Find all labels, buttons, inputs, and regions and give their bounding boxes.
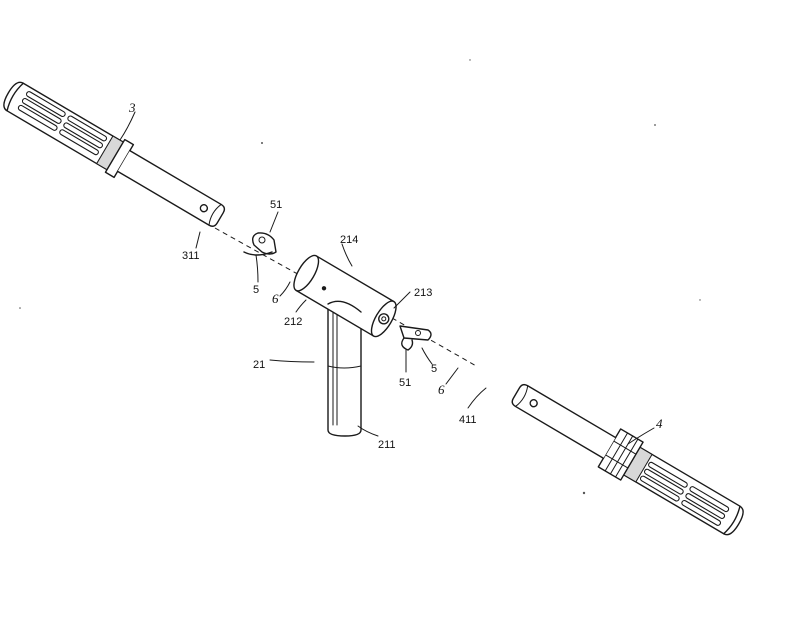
label-clip-right: 51 [399,377,411,389]
label-grip-right: 4 [656,416,663,431]
label-grip-left: 3 [128,100,136,115]
right-clip [399,325,432,351]
left-grip-slots [17,91,108,156]
left-grip-collar [104,138,135,179]
tube-side-hole [321,286,327,291]
left-grip-end-cap [6,82,24,112]
left-bar-hole [199,203,209,213]
right-grip-end-cap [723,505,741,535]
left-bar-tube [116,149,226,227]
label-clip-left: 51 [270,199,282,211]
stem-joint [327,300,362,313]
left-grip-assembly [3,81,226,227]
right-bar-hole [529,399,538,408]
right-bar-tube [511,383,617,459]
label-cable-right: 6 [438,382,445,397]
left-clip [243,232,277,256]
label-stem: 21 [253,359,265,371]
label-stem-lower: 211 [378,439,396,451]
label-hole-left: 311 [182,250,200,262]
reference-labels: 3 4 311 411 51 51 5 5 6 6 21 211 212 213… [128,100,663,451]
label-cable-left: 6 [272,291,279,306]
label-tube-end: 213 [414,287,432,299]
label-tube-hole: 212 [284,316,302,328]
stem [327,299,362,437]
leader-lines [119,111,655,445]
tube-end-hole [378,313,390,325]
label-pin-right: 5 [431,363,437,375]
label-tube: 214 [340,234,358,246]
label-hole-right: 411 [459,414,477,426]
central-tube [293,254,397,338]
scan-specks [19,59,701,495]
label-pin-left: 5 [253,284,259,296]
right-grip-slots [639,461,730,526]
right-grip-assembly [511,383,744,536]
